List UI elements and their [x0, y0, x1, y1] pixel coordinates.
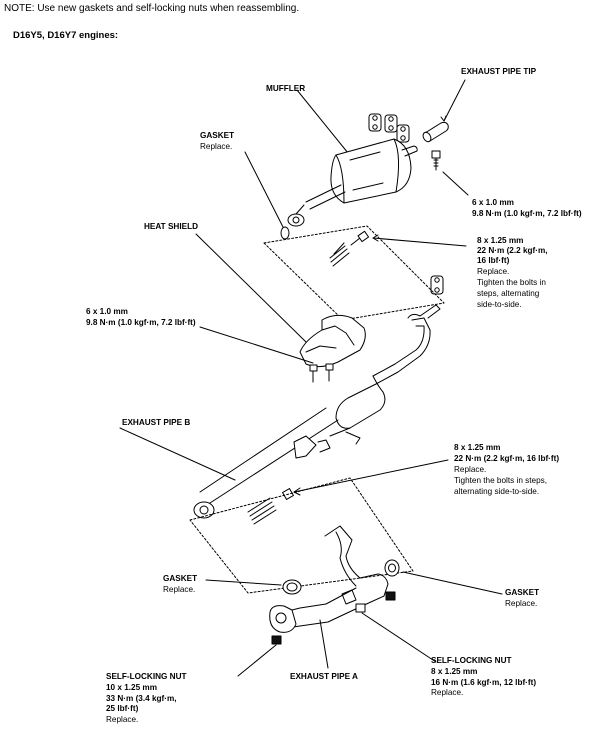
exhaust-pipe-a-part	[269, 525, 389, 669]
muffler-part	[287, 89, 418, 227]
self-locking-nut-left-label: SELF-LOCKING NUT	[106, 672, 187, 681]
bolt-6x1-torque: 9.8 N·m (1.0 kgf·m, 7.2 lbf·ft)	[472, 209, 582, 218]
gasket-right-note: Replace.	[505, 599, 538, 608]
exhaust-pipe-b-label: EXHAUST PIPE B	[122, 418, 191, 427]
heat-shield-bolts-part	[309, 363, 334, 383]
heat-shield-part	[195, 233, 366, 368]
self-locking-nut-left-torque-2: 25 lbf·ft)	[106, 704, 139, 713]
gasket-right-part	[384, 559, 503, 595]
gasket-top-label: GASKET	[200, 131, 235, 140]
exhaust-pipe-tip-label: EXHAUST PIPE TIP	[461, 67, 537, 76]
bolt-8x125-mid-replace: Replace.	[454, 465, 487, 474]
gasket-left-part	[205, 579, 302, 595]
tip-bolt-part	[431, 150, 469, 196]
hanger-right-part	[430, 275, 444, 295]
exhaust-pipe-a-label: EXHAUST PIPE A	[290, 672, 358, 681]
self-locking-nut-right-replace: Replace.	[431, 688, 464, 697]
note-text: NOTE: Use new gaskets and self-locking n…	[4, 3, 300, 14]
bolt-8x125-top-size: 8 x 1.25 mm	[477, 236, 524, 245]
bolt-8x125-top-note-1: Tighten the bolts in	[477, 278, 546, 287]
bolt-6x1-size: 6 x 1.0 mm	[472, 198, 514, 207]
muffler-label: MUFFLER	[266, 84, 306, 93]
heat-shield-bolt-size: 6 x 1.0 mm	[86, 307, 128, 316]
self-locking-nuts-part	[237, 591, 437, 677]
muffler-hangers-part	[368, 113, 410, 143]
gasket-top-part	[244, 151, 290, 240]
self-locking-nut-left-torque: 33 N·m (3.4 kgf·m,	[106, 694, 177, 703]
self-locking-nut-right-label: SELF-LOCKING NUT	[431, 656, 512, 665]
bolt-8x125-top-replace: Replace.	[477, 267, 510, 276]
heat-shield-label: HEAT SHIELD	[144, 222, 198, 231]
self-locking-nut-left-replace: Replace.	[106, 715, 139, 724]
gasket-left-label: GASKET	[163, 574, 198, 583]
bolt-8x125-mid-torque: 22 N·m (2.2 kgf·m, 16 lbf·ft)	[454, 454, 560, 463]
gasket-right-label: GASKET	[505, 588, 540, 597]
gasket-top-note: Replace.	[200, 142, 233, 151]
exhaust-pipe-b-part	[119, 304, 441, 519]
bolt-8x125-top-torque: 22 N·m (2.2 kgf·m,	[477, 246, 548, 255]
bolt-8x125-top-note-2: steps, alternating	[477, 289, 540, 298]
gasket-left-note: Replace.	[163, 585, 196, 594]
self-locking-nut-right-size: 8 x 1.25 mm	[431, 667, 478, 676]
bolt-8x125-top-torque-2: 16 lbf·ft)	[477, 256, 510, 265]
bolt-8x125-mid-note-2: alternating side-to-side.	[454, 487, 540, 496]
self-locking-nut-left-size: 10 x 1.25 mm	[106, 683, 157, 692]
engines-heading: D16Y5, D16Y7 engines:	[13, 30, 119, 41]
self-locking-nut-right-torque: 16 N·m (1.6 kgf·m, 12 lbf·ft)	[431, 678, 537, 687]
heat-shield-bolt-torque: 9.8 N·m (1.0 kgf·m, 7.2 lbf·ft)	[86, 318, 196, 327]
bolt-8x125-top-note-3: side-to-side.	[477, 300, 522, 309]
spring-bolt-mid-part	[247, 459, 449, 525]
spring-bolt-top-part	[329, 230, 467, 267]
bolt-8x125-mid-size: 8 x 1.25 mm	[454, 443, 501, 452]
bolt-8x125-mid-note-1: Tighten the bolts in steps,	[454, 476, 547, 485]
alignment-guide-top	[263, 225, 445, 321]
alignment-guide-mid	[189, 477, 414, 594]
exhaust-pipe-tip-part	[422, 79, 466, 143]
